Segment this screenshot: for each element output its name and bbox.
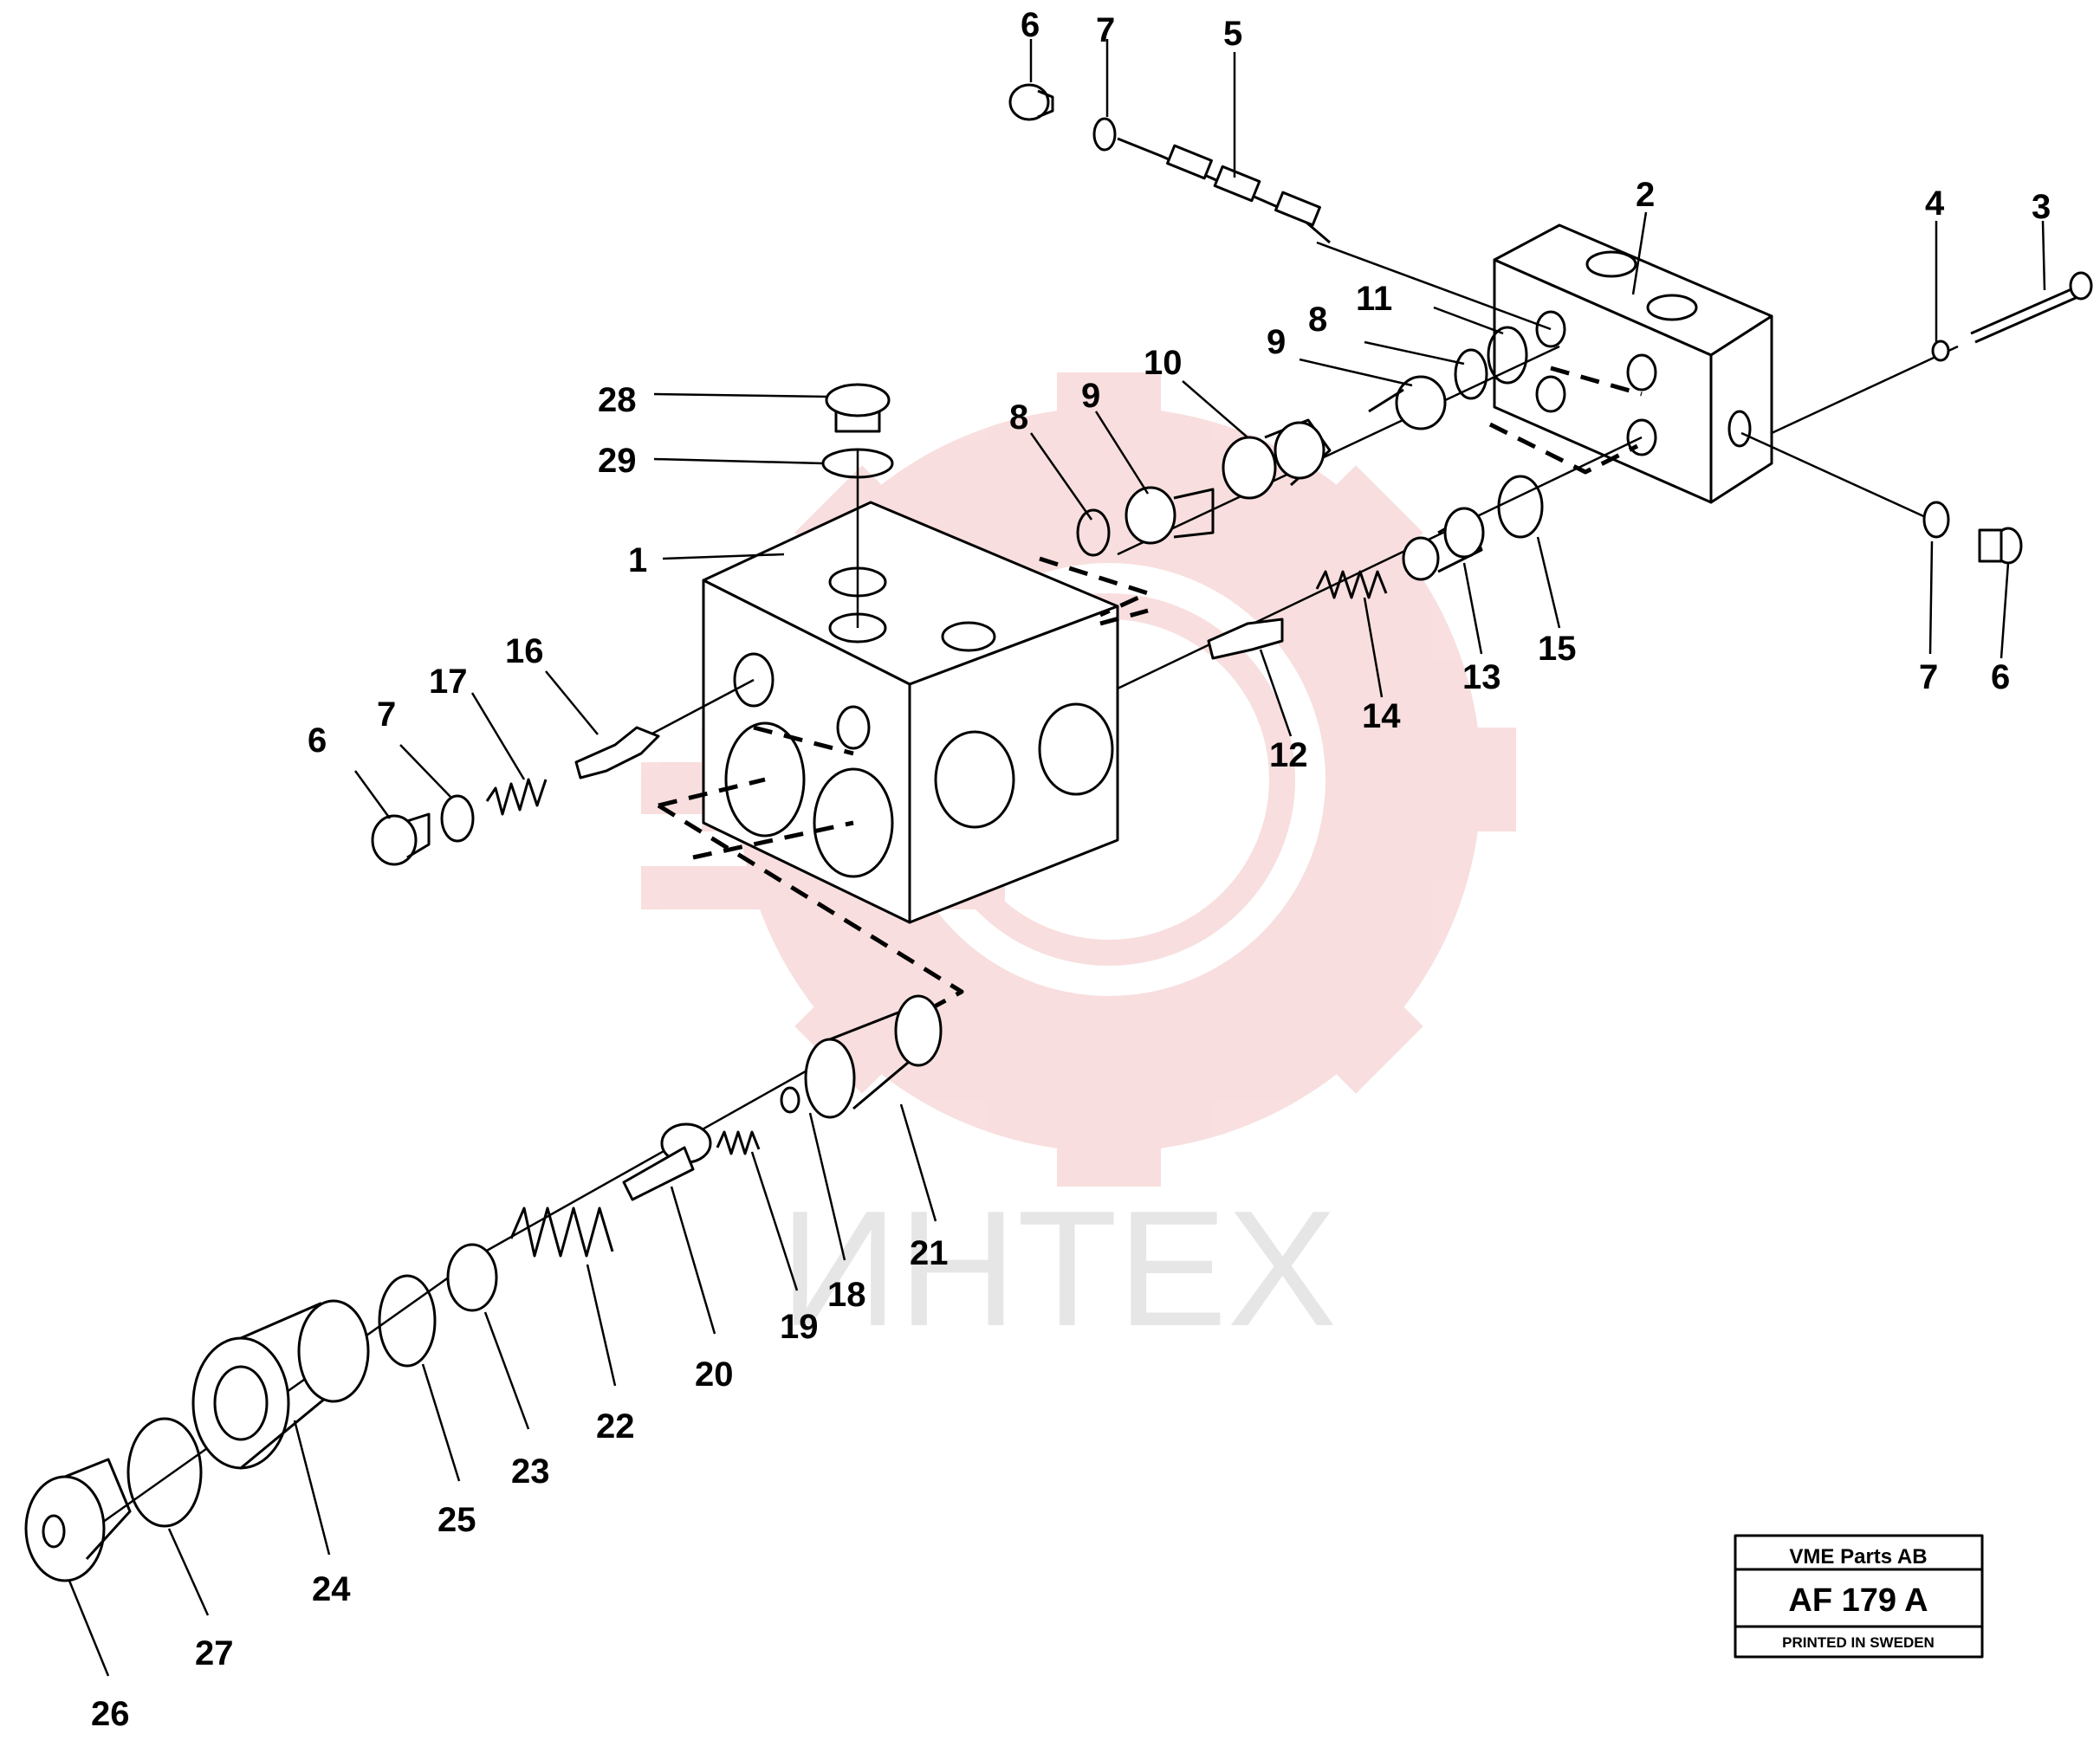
callout-29: 29: [598, 442, 637, 480]
callout-7-right: 7: [1919, 658, 1938, 696]
part-16-plunger: [574, 726, 660, 779]
part-9-valve-upper-right: [1368, 375, 1447, 430]
callout-25: 25: [438, 1501, 476, 1539]
callout-6-right: 6: [1991, 658, 2010, 696]
leader-lines: [68, 39, 2046, 1677]
part-20-piston: [622, 1122, 712, 1201]
callout-20: 20: [695, 1355, 734, 1394]
part-3-bolt: [1970, 271, 2093, 344]
part-19-spring-small: [716, 1130, 761, 1155]
callout-22: 22: [596, 1407, 635, 1446]
part-15-oring: [1497, 475, 1544, 539]
part-6-plug-left: [371, 812, 431, 866]
callout-2: 2: [1636, 176, 1655, 214]
title-block-drawing-number: AF 179 A: [1788, 1582, 1928, 1619]
part-27-seal-ring: [126, 1417, 203, 1528]
callout-26: 26: [91, 1695, 130, 1733]
part-7-washer-left: [440, 794, 475, 843]
part-24-housing: [191, 1299, 370, 1470]
callout-4: 4: [1925, 184, 1945, 223]
callout-23: 23: [511, 1452, 550, 1491]
callout-labels: 1 2 3 4 5 6 6 6 7 7 7 8 8 9 9 10 11 12 1…: [91, 6, 2051, 1733]
callout-27: 27: [195, 1634, 234, 1672]
part-6-plug-right: [1978, 527, 2023, 565]
part-14-spring: [1315, 570, 1388, 599]
callout-9-right: 9: [1267, 323, 1286, 361]
callout-3: 3: [2032, 188, 2051, 226]
part-18-poppet-small: [780, 1086, 800, 1114]
part-7-washer-top: [1092, 117, 1117, 152]
callout-16: 16: [505, 632, 544, 670]
callout-7-left: 7: [377, 695, 396, 734]
callout-13: 13: [1462, 658, 1501, 696]
callout-18: 18: [827, 1276, 866, 1314]
part-25-oring: [378, 1274, 437, 1368]
part-10-sleeve: [1222, 418, 1332, 500]
part-6-plug-top: [1008, 83, 1054, 121]
callout-8-mid: 8: [1009, 398, 1028, 437]
title-block-footer: PRINTED IN SWEDEN: [1782, 1634, 1935, 1651]
callout-8-right: 8: [1308, 301, 1327, 339]
part-7-washer-right: [1922, 501, 1950, 539]
valve-block-main: [702, 501, 1119, 924]
valve-block-secondary: [1493, 223, 1773, 504]
part-8-oring-upper: [1076, 508, 1111, 557]
part-17-spring-left: [485, 778, 548, 816]
part-8-oring-right: [1454, 348, 1488, 400]
watermark-text: ИНТЕХ: [780, 1177, 1337, 1361]
part-11-oring: [1487, 326, 1528, 385]
callout-15: 15: [1538, 630, 1577, 668]
callout-1: 1: [628, 541, 647, 579]
part-22-spring-large: [509, 1206, 614, 1258]
callout-11: 11: [1356, 280, 1392, 318]
callout-21: 21: [910, 1234, 949, 1272]
part-21-cartridge: [804, 994, 943, 1119]
callout-6-top: 6: [1021, 6, 1040, 44]
part-26-end-plug: [24, 1458, 132, 1582]
title-block-company: VME Parts AB: [1789, 1545, 1927, 1569]
part-9-valve-upper: [1125, 486, 1215, 545]
assembly-axis-lines: [99, 241, 1959, 1526]
part-23-washer: [446, 1243, 498, 1312]
callout-12: 12: [1269, 736, 1308, 774]
part-4-washer: [1931, 340, 1950, 362]
callout-28: 28: [598, 381, 637, 419]
callout-7-top: 7: [1096, 11, 1115, 49]
title-block-frame: [1734, 1534, 1984, 1659]
callout-10: 10: [1144, 344, 1183, 382]
callout-17: 17: [429, 663, 468, 701]
part-13-seat: [1402, 507, 1485, 581]
part-28-plug: [825, 383, 891, 433]
callout-5: 5: [1223, 15, 1242, 53]
part-5-valve-stem: [1117, 137, 1331, 244]
part-12-poppet: [1207, 618, 1284, 660]
callout-6-left: 6: [308, 721, 327, 760]
callout-24: 24: [312, 1570, 351, 1608]
callout-19: 19: [780, 1308, 819, 1346]
callout-14: 14: [1362, 697, 1401, 735]
callout-9-mid: 9: [1081, 377, 1100, 415]
